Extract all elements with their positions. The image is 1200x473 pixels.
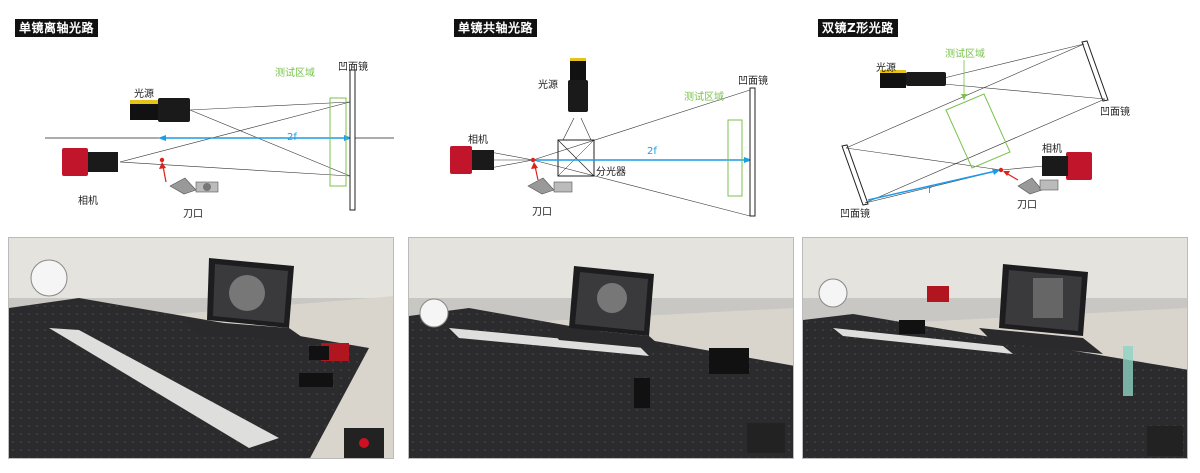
- coaxial-diagram: [450, 58, 756, 217]
- camera-icon: [1042, 152, 1092, 180]
- knife-edge-icon: [527, 177, 573, 195]
- focal-length-label: 2f: [287, 132, 297, 143]
- knife-edge-label: 刀口: [532, 207, 552, 218]
- panel-single-mirror-coaxial: 单镜共轴光路: [398, 0, 794, 473]
- knife-edge-label: 刀口: [1017, 200, 1037, 211]
- knife-edge-label: 刀口: [183, 209, 203, 220]
- beam-splitter-label: 分光器: [596, 167, 626, 178]
- test-area-label: 测试区域: [275, 68, 315, 79]
- light-source-label: 光源: [134, 89, 154, 100]
- panel-single-mirror-off-axis: 单镜离轴光路: [0, 0, 394, 473]
- setup-photo-dual-mirror-z: [803, 238, 1187, 458]
- camera-label: 相机: [468, 135, 488, 146]
- concave-mirror-label: 凹面镜: [738, 76, 768, 87]
- panel-title: 单镜共轴光路: [454, 19, 538, 37]
- camera-label: 相机: [78, 196, 98, 207]
- setup-photo: [408, 237, 794, 459]
- knife-edge-icon: [1017, 177, 1059, 195]
- concave-mirror-bottom-label: 凹面镜: [840, 209, 870, 220]
- z-path-diagram: [841, 40, 1109, 206]
- light-source-icon: [568, 58, 588, 112]
- setup-photo: [802, 237, 1188, 459]
- test-area-label: 测试区域: [945, 49, 985, 60]
- setup-photo-single-mirror-off-axis: [9, 238, 393, 458]
- concave-mirror-top-label: 凹面镜: [1100, 107, 1130, 118]
- test-area-label: 测试区域: [684, 92, 724, 103]
- camera-label: 相机: [1042, 144, 1062, 155]
- camera-icon: [62, 148, 118, 176]
- knife-edge-icon: [169, 177, 219, 195]
- panel-dual-mirror-z: 双镜Z形光路: [796, 0, 1190, 473]
- panel-title: 双镜Z形光路: [818, 19, 898, 37]
- concave-mirror-label: 凹面镜: [338, 62, 368, 73]
- light-source-label: 光源: [538, 80, 558, 91]
- setup-photo: [8, 237, 394, 459]
- setup-photo-single-mirror-coaxial: [409, 238, 793, 458]
- camera-icon: [450, 146, 494, 174]
- off-axis-diagram: [45, 69, 394, 211]
- light-source-label: 光源: [876, 63, 896, 74]
- panel-title: 单镜离轴光路: [15, 19, 99, 37]
- light-source-icon: [130, 98, 190, 122]
- light-source-icon: [880, 70, 946, 88]
- focal-length-label: 2f: [647, 146, 657, 157]
- focal-length-label: f: [928, 185, 932, 196]
